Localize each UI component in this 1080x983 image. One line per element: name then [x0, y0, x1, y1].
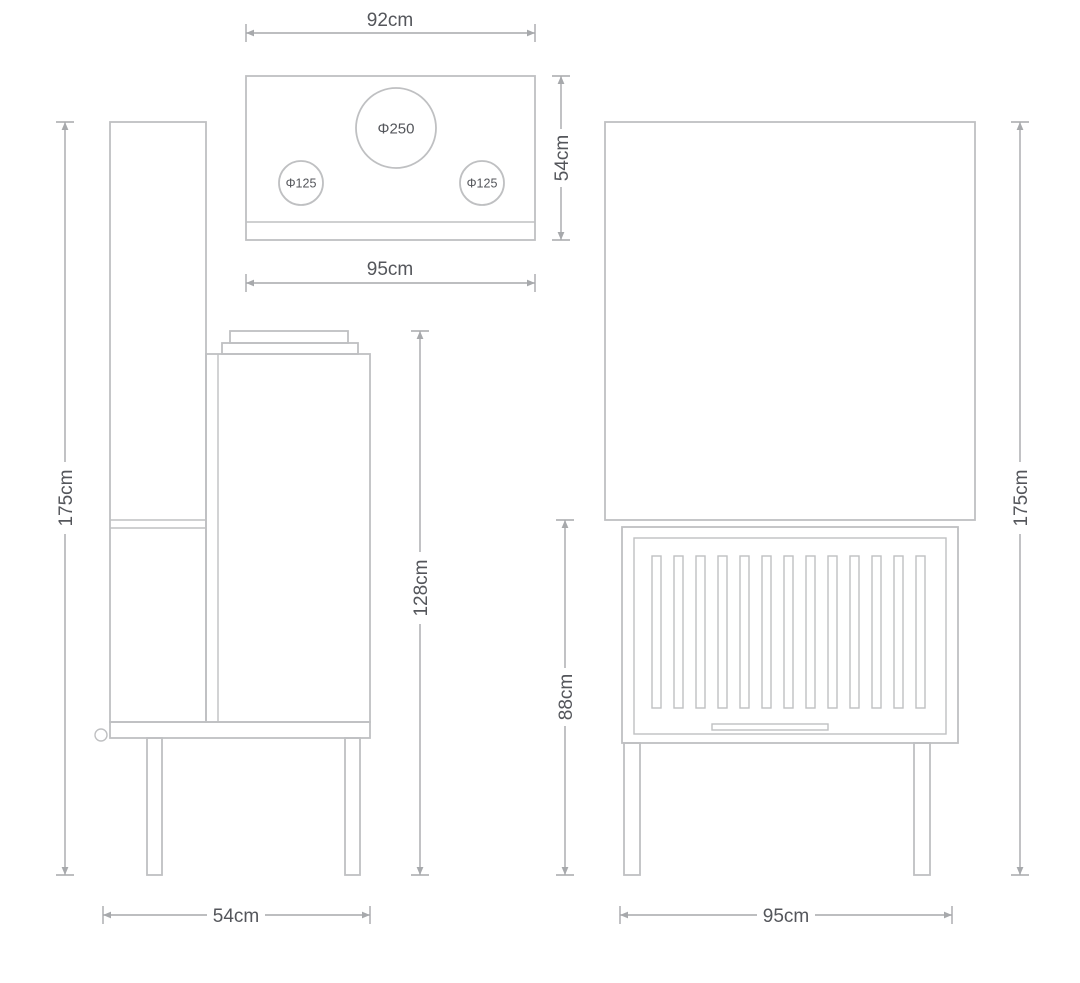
front-grille — [651, 555, 926, 709]
dim-label-95cm-bottom: 95cm — [763, 906, 809, 927]
flue-outlet-circle — [355, 87, 437, 169]
dim-label-bg — [53, 462, 77, 534]
front-door-handle — [711, 723, 829, 731]
grille-slat — [915, 555, 926, 709]
grille-slat — [827, 555, 838, 709]
front-door-frame — [621, 526, 959, 744]
flue-outlet-label: Φ250 — [378, 121, 415, 138]
dim-label-175cm-right: 175cm — [1011, 469, 1032, 526]
dim-top-width-bottom: 95cm — [245, 256, 536, 292]
dim-label-54cm-top: 54cm — [552, 135, 573, 181]
side-body — [205, 353, 371, 723]
dim-label-bg — [1008, 462, 1032, 534]
dim-top-width: 92cm — [245, 7, 536, 42]
side-leg-left — [146, 737, 163, 876]
side-collar-base — [221, 342, 359, 355]
side-flue-housing — [109, 121, 207, 723]
grille-slat — [717, 555, 728, 709]
grille-slat — [761, 555, 772, 709]
dim-label-bg — [408, 552, 432, 624]
dim-top-depth: 54cm — [549, 75, 573, 241]
side-collar-top — [229, 330, 349, 344]
left-duct-label: Φ125 — [286, 177, 317, 191]
right-duct-label: Φ125 — [467, 177, 498, 191]
dim-side-total-height: 175cm — [53, 121, 77, 876]
dim-label-92cm: 92cm — [367, 10, 413, 31]
dim-label-175cm-left: 175cm — [56, 469, 77, 526]
dim-label-bg — [360, 7, 420, 31]
grille-slat — [739, 555, 750, 709]
grille-slat — [695, 555, 706, 709]
front-leg-right — [913, 742, 931, 876]
dim-label-95cm-top: 95cm — [367, 259, 413, 280]
front-leg-left — [623, 742, 641, 876]
dim-label-88cm: 88cm — [556, 674, 577, 720]
grille-slat — [893, 555, 904, 709]
front-door-inner-frame — [633, 537, 947, 735]
dim-side-depth-bottom: 54cm — [102, 903, 371, 927]
dim-label-bg — [553, 668, 577, 726]
dim-label-bg — [757, 903, 815, 927]
dim-front-firebox-height: 88cm — [553, 519, 577, 876]
front-view — [604, 121, 976, 876]
dim-label-bg — [549, 129, 573, 187]
dim-label-128cm: 128cm — [411, 559, 432, 616]
dim-front-total-height: 175cm — [1008, 121, 1032, 876]
dim-label-bg — [360, 256, 420, 280]
side-base-plate — [109, 721, 371, 739]
top-view: Φ250 Φ125 Φ125 — [245, 75, 536, 241]
grille-slat — [673, 555, 684, 709]
side-leg-right — [344, 737, 361, 876]
grille-slat — [651, 555, 662, 709]
grille-slat — [783, 555, 794, 709]
side-door-handle — [94, 728, 108, 742]
dim-front-width-bottom: 95cm — [619, 903, 953, 927]
grille-slat — [805, 555, 816, 709]
front-upper-body — [604, 121, 976, 521]
dim-label-bg — [207, 903, 265, 927]
side-view — [94, 121, 371, 876]
grille-slat — [871, 555, 882, 709]
left-duct-circle — [278, 160, 324, 206]
dim-side-body-height: 128cm — [408, 330, 432, 876]
dim-label-54cm-bottom: 54cm — [213, 906, 259, 927]
grille-slat — [849, 555, 860, 709]
top-view-outline — [245, 75, 536, 241]
right-duct-circle — [459, 160, 505, 206]
